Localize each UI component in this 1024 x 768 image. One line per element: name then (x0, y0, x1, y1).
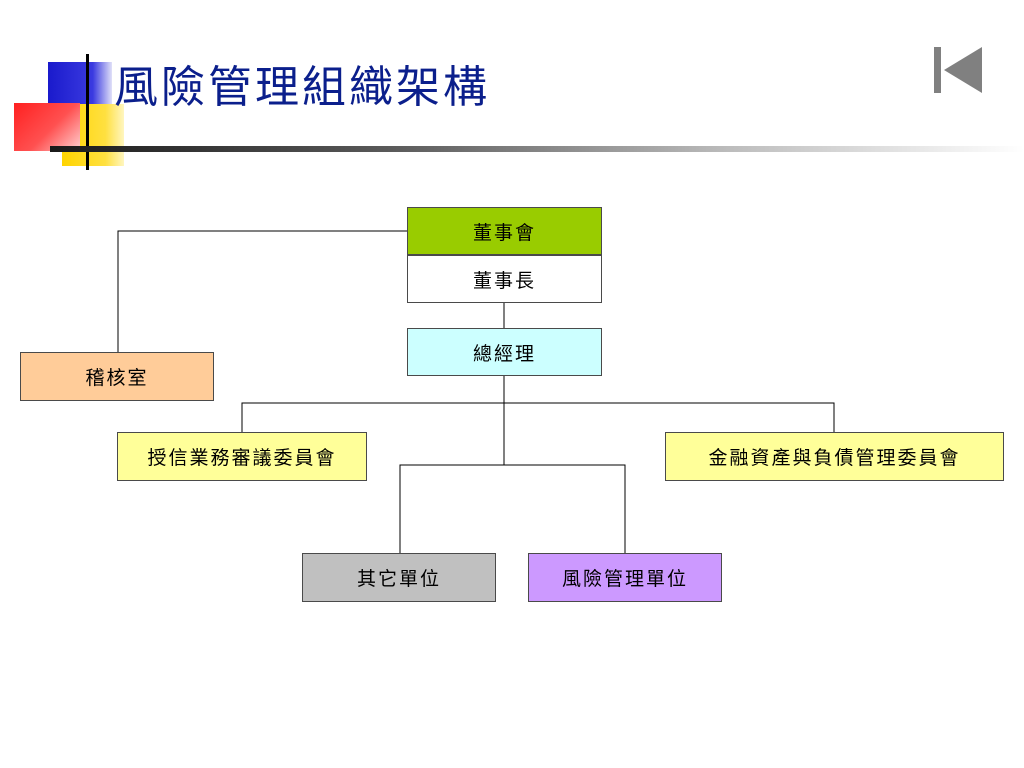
risk-unit-box: 風險管理單位 (528, 553, 722, 602)
skip-to-start-icon[interactable] (934, 44, 986, 96)
alm-committee-box: 金融資產與負債管理委員會 (665, 432, 1004, 481)
connector-board-audit (117, 230, 407, 352)
general-manager-box: 總經理 (407, 328, 602, 376)
connector-units (399, 464, 626, 553)
audit-office-box: 稽核室 (20, 352, 214, 401)
other-units-box: 其它單位 (302, 553, 496, 602)
slide-title: 風險管理組織架構 (114, 62, 490, 113)
credit-committee-box: 授信業務審議委員會 (117, 432, 367, 481)
connector-committees (241, 402, 835, 432)
deco-underline-bar (50, 146, 1024, 152)
chairman-box: 董事長 (407, 255, 602, 303)
deco-vertical-line (86, 54, 89, 170)
deco-red-square (14, 103, 80, 151)
board-box: 董事會 (407, 207, 602, 255)
